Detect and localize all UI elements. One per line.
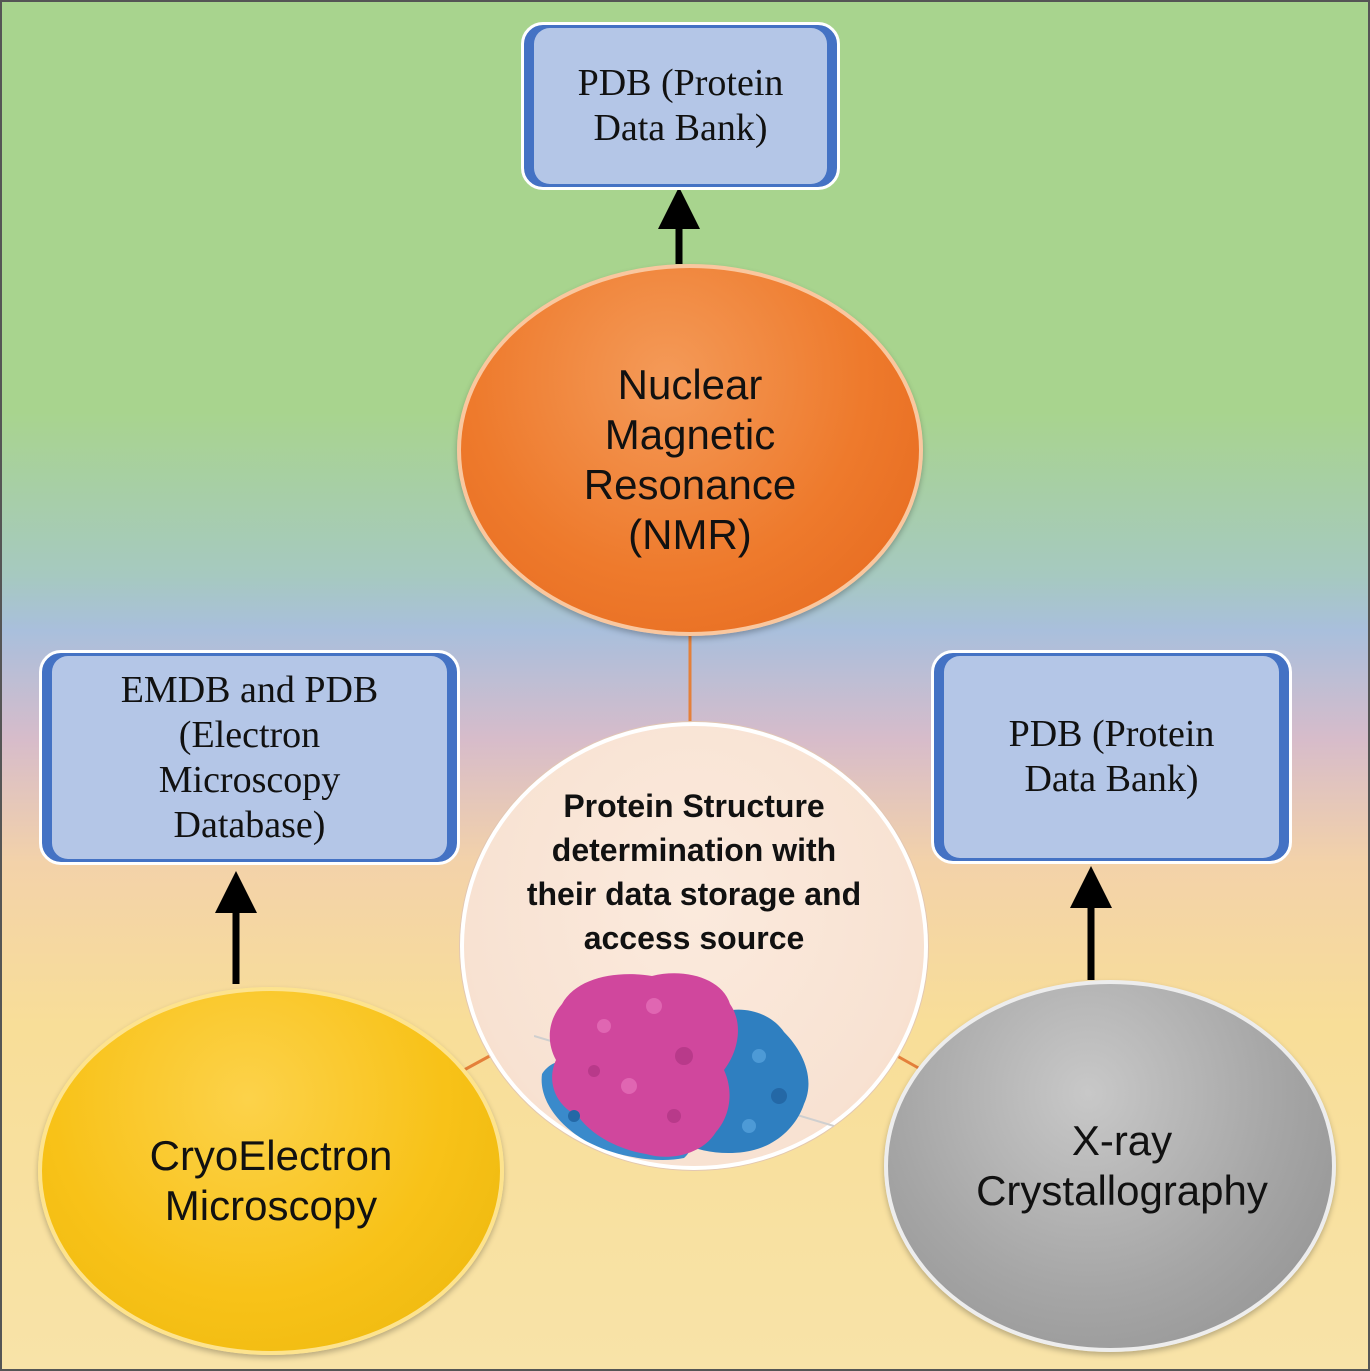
central-node: Protein Structure determination with the… <box>460 722 928 1170</box>
emdb-pdb-box-line: Database) <box>173 803 326 846</box>
protein-domain-pink <box>549 973 738 1157</box>
cryo-em-node-text: CryoElectron Microscopy <box>150 1131 393 1231</box>
nmr-node-text: Nuclear Magnetic Resonance (NMR) <box>584 360 796 560</box>
cryo-em-node-line: Microscopy <box>164 1182 378 1229</box>
pdb-box-top-line: Data Bank) <box>593 107 768 149</box>
emdb-pdb-box: EMDB and PDB (Electron Microscopy Databa… <box>39 650 460 865</box>
pdb-box-right: PDB (Protein Data Bank) <box>931 650 1292 864</box>
cryo-em-node-line: CryoElectron <box>149 1132 393 1179</box>
pdb-box-right-text: PDB (Protein Data Bank) <box>1009 712 1215 802</box>
xray-node-line: X-ray <box>1071 1117 1173 1164</box>
central-node-line: access source <box>583 920 805 956</box>
pdb-box-right-line: PDB (Protein <box>1008 713 1215 755</box>
nmr-node-line: Nuclear <box>617 361 763 408</box>
central-node-line: determination with <box>551 832 837 868</box>
emdb-pdb-box-line: Microscopy <box>158 758 341 801</box>
pdb-box-right-line: Data Bank) <box>1024 758 1199 800</box>
protein-structure-image <box>534 973 834 1161</box>
pdb-box-top-line: PDB (Protein <box>577 62 784 104</box>
nmr-node-line: Magnetic <box>604 411 776 458</box>
nmr-node-line: (NMR) <box>628 511 752 558</box>
emdb-pdb-box-line: EMDB and PDB <box>120 668 379 711</box>
pdb-box-top: PDB (Protein Data Bank) <box>521 22 840 190</box>
xray-node: X-ray Crystallography <box>884 980 1336 1352</box>
emdb-pdb-box-line: (Electron <box>178 713 321 756</box>
emdb-pdb-box-text: EMDB and PDB (Electron Microscopy Databa… <box>121 668 379 848</box>
nmr-node: Nuclear Magnetic Resonance (NMR) <box>457 264 923 636</box>
cryo-em-node: CryoElectron Microscopy <box>38 987 504 1355</box>
central-node-line: Protein Structure <box>563 788 825 824</box>
central-node-line: their data storage and <box>526 876 862 912</box>
xray-node-text: X-ray Crystallography <box>976 1116 1268 1216</box>
central-node-title: Protein Structure determination with the… <box>464 784 924 960</box>
pdb-box-top-text: PDB (Protein Data Bank) <box>578 61 784 151</box>
nmr-node-line: Resonance <box>583 461 797 508</box>
xray-node-line: Crystallography <box>976 1167 1268 1214</box>
